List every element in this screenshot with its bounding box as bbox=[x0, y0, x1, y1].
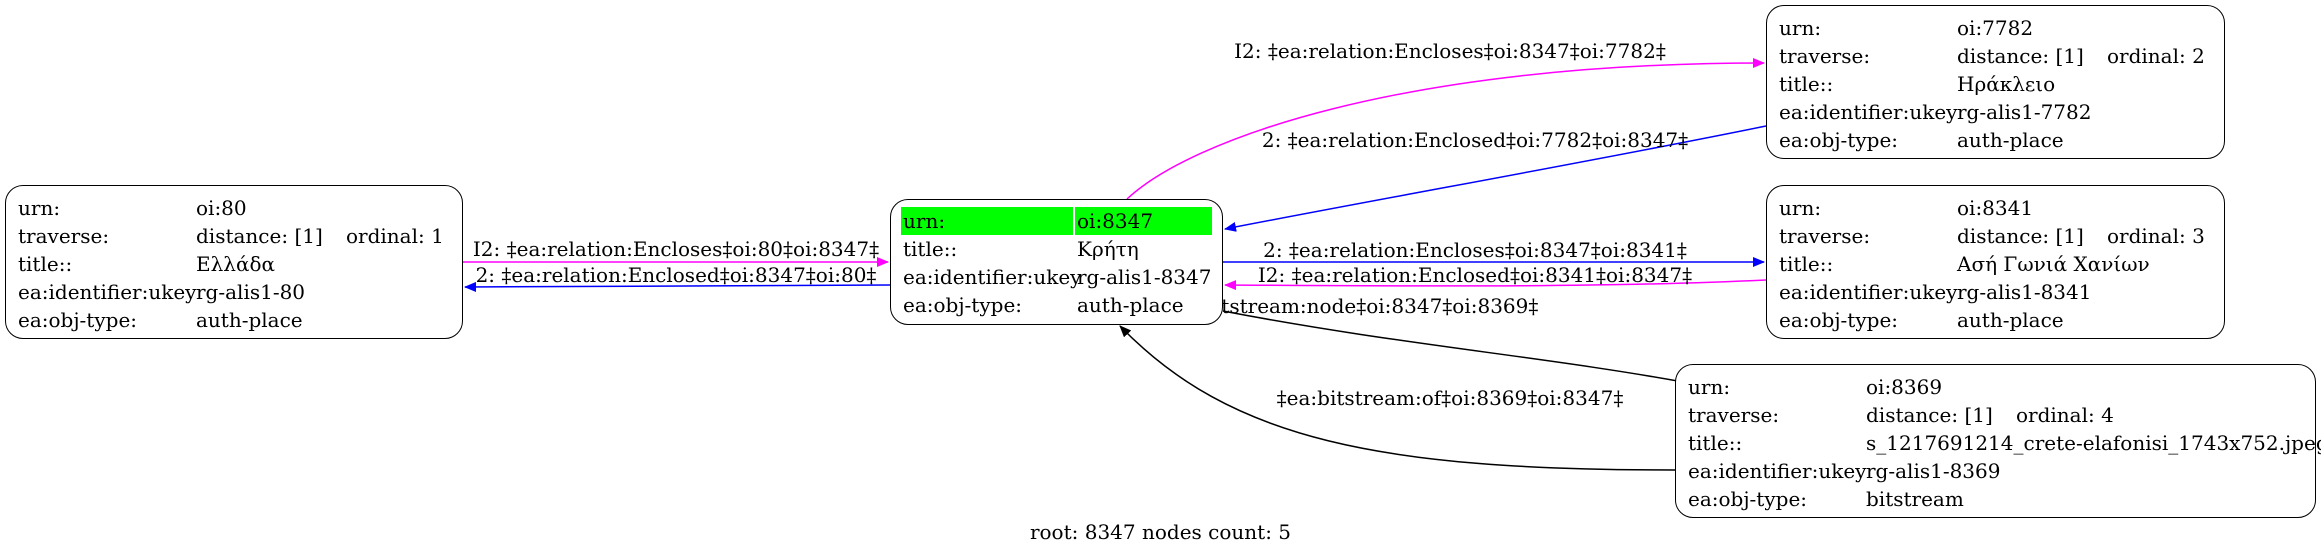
edge-label-e4: 2: ‡ea:relation:Enclosed‡oi:7782‡oi:8347… bbox=[1262, 128, 1688, 152]
node-row: urn: oi:8369 bbox=[1676, 373, 2315, 401]
node-field-key: ea:obj-type: bbox=[1779, 128, 1899, 152]
node-field-value: distance: [1] bbox=[1957, 224, 2084, 248]
edge-label-e6: I2: ‡ea:relation:Enclosed‡oi:8341‡oi:834… bbox=[1258, 263, 1692, 287]
edge-label-e8: ‡ea:bitstream:of‡oi:8369‡oi:8347‡ bbox=[1277, 386, 1624, 410]
edge-label-e5: 2: ‡ea:relation:Encloses‡oi:8347‡oi:8341… bbox=[1263, 238, 1687, 262]
node-field-value: rg-alis1-8341 bbox=[1957, 280, 2092, 304]
node-field-value: distance: [1] bbox=[1957, 44, 2084, 68]
node-field-extra: ordinal: 4 bbox=[2016, 403, 2114, 427]
node-field-extra: ordinal: 2 bbox=[2107, 44, 2205, 68]
node-field-value: rg-alis1-7782 bbox=[1957, 100, 2092, 124]
node-field-key: title:: bbox=[18, 252, 73, 276]
node-row: traverse: distance: [1] ordinal: 3 bbox=[1767, 222, 2224, 250]
node-field-extra: ordinal: 3 bbox=[2107, 224, 2205, 248]
node-row: ea:obj-type: auth-place bbox=[6, 306, 462, 334]
node-field-key: title:: bbox=[1779, 252, 1834, 276]
node-row: traverse: distance: [1] ordinal: 1 bbox=[6, 222, 462, 250]
node-row: title::Ηράκλειο bbox=[1767, 70, 2224, 98]
node-field-value: oi:8347 bbox=[1075, 207, 1212, 235]
node-field-value: oi:80 bbox=[196, 196, 247, 220]
node-field-key: urn: bbox=[901, 207, 1073, 235]
node-field-value: distance: [1] bbox=[196, 224, 323, 248]
edge-e7[interactable] bbox=[1222, 310, 1695, 387]
graph-node-n7782[interactable]: urn: oi:7782 traverse: distance: [1] ordinal… bbox=[1766, 5, 2225, 159]
node-field-value: rg-alis1-8369 bbox=[1866, 459, 2001, 483]
node-field-value: Ηράκλειο bbox=[1957, 72, 2056, 96]
node-row: title::Κρήτη bbox=[891, 235, 1222, 263]
node-field-key: traverse: bbox=[1779, 224, 1871, 248]
node-field-key: ea:identifier:ukey bbox=[18, 280, 197, 304]
node-field-key: ea:identifier:ukey bbox=[1688, 459, 1867, 483]
node-row: title::s_1217691214_crete-elafonisi_1743… bbox=[1676, 429, 2321, 457]
node-field-value: bitstream bbox=[1866, 487, 1964, 511]
node-field-value: Κρήτη bbox=[1077, 237, 1139, 261]
node-field-key: ea:identifier:ukey bbox=[1779, 100, 1958, 124]
node-row: title::Ελλάδα bbox=[6, 250, 462, 278]
node-field-key: ea:obj-type: bbox=[1688, 487, 1808, 511]
graph-node-n80[interactable]: urn: oi:80 traverse: distance: [1] ordinal: … bbox=[5, 185, 463, 339]
node-field-key: urn: bbox=[1688, 375, 1731, 399]
node-row: traverse: distance: [1] ordinal: 4 bbox=[1676, 401, 2315, 429]
node-field-value: Ασή Γωνιά Χανίων bbox=[1957, 252, 2150, 276]
node-row: urn: oi:8341 bbox=[1767, 194, 2224, 222]
node-field-value: oi:7782 bbox=[1957, 16, 2034, 40]
node-field-value: auth-place bbox=[1077, 293, 1184, 317]
node-field-key: urn: bbox=[18, 196, 61, 220]
node-row: urn: oi:7782 bbox=[1767, 14, 2224, 42]
node-row: ea:obj-type: auth-place bbox=[1767, 126, 2224, 154]
node-row: urn:oi:8347 bbox=[891, 207, 1222, 235]
node-field-value: rg-alis1-80 bbox=[196, 280, 306, 304]
node-field-key: title:: bbox=[1779, 72, 1834, 96]
edge-e3[interactable] bbox=[1126, 58, 1765, 200]
node-field-value: auth-place bbox=[196, 308, 303, 332]
node-row: ea:obj-type: bitstream bbox=[1676, 485, 2315, 513]
edge-e2[interactable] bbox=[464, 281, 891, 292]
graph-node-n8369[interactable]: urn: oi:8369 traverse: distance: [1] ordinal… bbox=[1675, 364, 2321, 518]
node-row: title::Ασή Γωνιά Χανίων bbox=[1767, 250, 2224, 278]
edge-e4[interactable] bbox=[1224, 125, 1767, 232]
node-field-value: oi:8369 bbox=[1866, 375, 1943, 399]
node-field-value: auth-place bbox=[1957, 128, 2064, 152]
node-field-value: s_1217691214_crete-elafonisi_1743x752.jp… bbox=[1866, 431, 2321, 455]
edge-label-e1: I2: ‡ea:relation:Encloses‡oi:80‡oi:8347‡ bbox=[473, 237, 879, 261]
node-field-value: distance: [1] bbox=[1866, 403, 1993, 427]
node-field-key: ea:identifier:ukey bbox=[903, 265, 1082, 289]
node-field-value: oi:8341 bbox=[1957, 196, 2034, 220]
node-field-extra: ordinal: 1 bbox=[346, 224, 444, 248]
edge-e6[interactable] bbox=[1224, 279, 1767, 291]
edge-label-e7: ‡ea:bitstream:node‡oi:8347‡oi:8369‡ bbox=[1162, 294, 1539, 318]
node-row: urn: oi:80 bbox=[6, 194, 462, 222]
node-row: ea:obj-type: auth-place bbox=[891, 291, 1222, 319]
node-field-key: ea:obj-type: bbox=[18, 308, 138, 332]
node-field-key: title:: bbox=[903, 237, 958, 261]
graph-footer: root: 8347 nodes count: 5 bbox=[1029, 520, 1292, 544]
node-row: traverse: distance: [1] ordinal: 2 bbox=[1767, 42, 2224, 70]
node-field-key: traverse: bbox=[1688, 403, 1780, 427]
node-field-value: Ελλάδα bbox=[196, 252, 276, 276]
node-field-key: traverse: bbox=[1779, 44, 1871, 68]
graph-node-n8341[interactable]: urn: oi:8341 traverse: distance: [1] ordinal… bbox=[1766, 185, 2225, 339]
edge-e8[interactable] bbox=[1119, 325, 1676, 471]
edge-label-e3: I2: ‡ea:relation:Encloses‡oi:8347‡oi:778… bbox=[1234, 39, 1666, 63]
node-field-value: rg-alis1-8347 bbox=[1077, 265, 1212, 289]
node-field-value: auth-place bbox=[1957, 308, 2064, 332]
node-row: ea:obj-type: auth-place bbox=[1767, 306, 2224, 334]
node-field-key: ea:identifier:ukey bbox=[1779, 280, 1958, 304]
node-field-key: title:: bbox=[1688, 431, 1743, 455]
node-field-key: ea:obj-type: bbox=[903, 293, 1023, 317]
node-field-key: ea:obj-type: bbox=[1779, 308, 1899, 332]
node-field-key: urn: bbox=[1779, 16, 1822, 40]
edge-label-e2: 2: ‡ea:relation:Enclosed‡oi:8347‡oi:80‡ bbox=[476, 263, 877, 287]
node-field-key: urn: bbox=[1779, 196, 1822, 220]
node-field-key: traverse: bbox=[18, 224, 110, 248]
